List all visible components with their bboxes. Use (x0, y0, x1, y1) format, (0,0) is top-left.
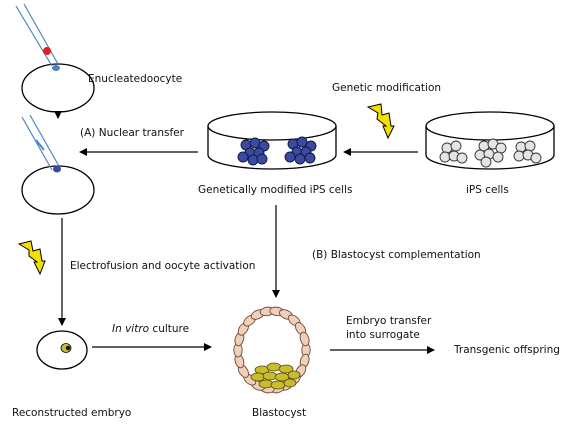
label-electrofusion: Electrofusion and oocyte activation (70, 260, 256, 272)
nuclear-transfer-oocyte-illustration (21, 114, 95, 215)
label-embryo-transfer-1: Embryo transfer (346, 315, 432, 327)
label-ips-cells: iPS cells (466, 184, 509, 196)
micropipette-2 (21, 114, 61, 173)
label-blastocyst-complementation: (B) Blastocyst complementation (312, 249, 481, 261)
label-blastocyst: Blastocyst (252, 407, 307, 419)
modified-ips-colony-2 (284, 136, 317, 165)
label-enucleated-oocyte: Enucleatedoocyte (88, 73, 183, 85)
modified-ips-colony-1 (237, 137, 270, 166)
ips-colony-2 (474, 138, 507, 168)
blastocyst-illustration (233, 306, 311, 394)
inner-cell-mass (250, 362, 301, 390)
label-in-vitro-culture: In vitro culture (112, 323, 189, 336)
micropipette-1 (15, 3, 60, 71)
label-embryo-transfer-2: into surrogate (346, 329, 420, 341)
extracted-nucleus (43, 47, 51, 55)
label-nuclear-transfer: (A) Nuclear transfer (80, 127, 184, 139)
label-in-vitro: In vitro (112, 323, 150, 335)
ips-colony-3 (513, 140, 542, 164)
dish-modified-ips (207, 111, 337, 170)
label-culture: culture (149, 323, 190, 335)
reconstructed-embryo-illustration (36, 330, 88, 370)
lightning-icon-electrofusion (17, 240, 46, 276)
label-genetic-modification: Genetic modification (332, 82, 442, 94)
trophectoderm-cell (299, 331, 310, 347)
label-reconstructed-embryo: Reconstructed embryo (12, 407, 132, 419)
enucleated-oocyte-illustration (15, 3, 95, 113)
dish-ips (425, 111, 555, 170)
ips-colony-1 (439, 140, 468, 164)
arrows (54, 111, 435, 354)
label-genetically-modified-ips: Genetically modified iPS cells (198, 184, 353, 196)
lightning-icon-genetic (366, 103, 395, 140)
label-transgenic-offspring: Transgenic offspring (454, 344, 560, 356)
